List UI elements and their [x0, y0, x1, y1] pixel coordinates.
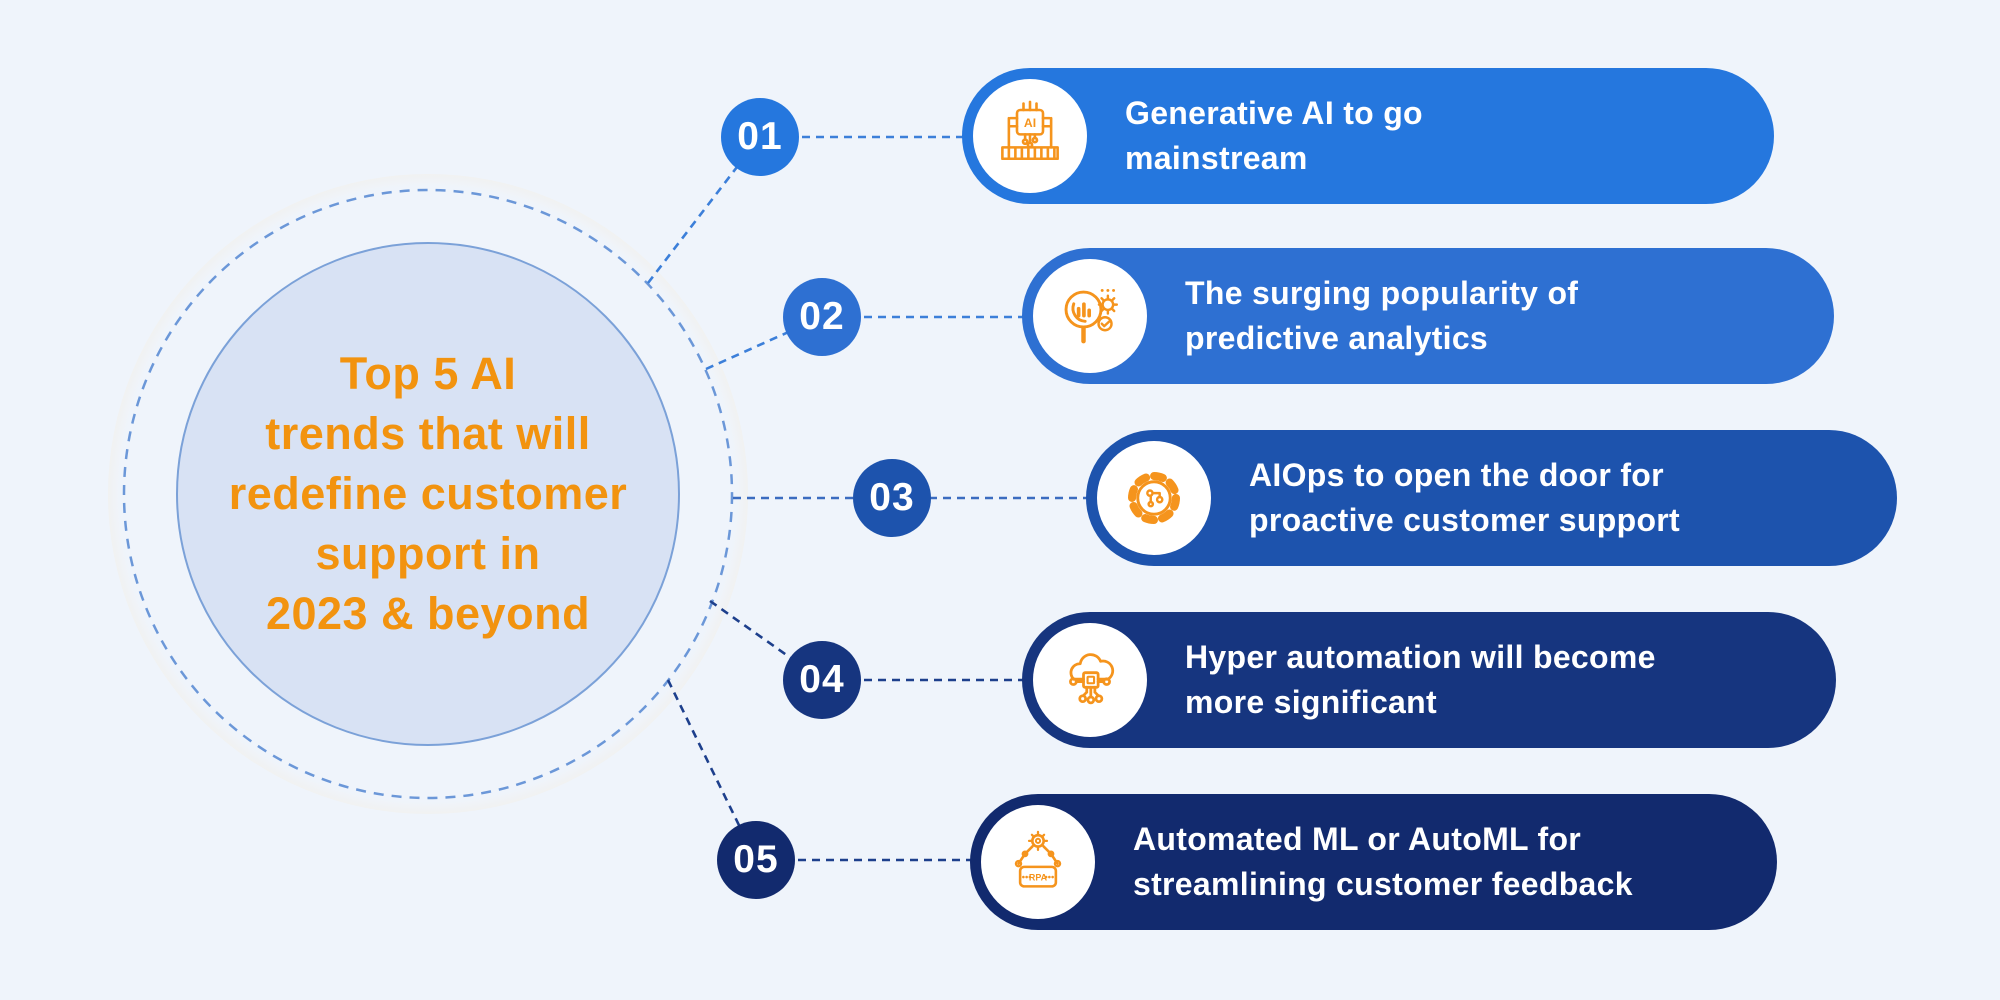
card-3-title: AIOps to open the door for proactive cus…: [1249, 430, 1680, 566]
hub-title: Top 5 AI trends that will redefine custo…: [229, 344, 628, 644]
step-number: 01: [737, 115, 783, 158]
card-title-line: predictive analytics: [1185, 320, 1489, 356]
card-title-line: Generative AI to go: [1125, 95, 1423, 131]
chip-label: AI: [1024, 116, 1036, 130]
card-5-icon-circle: RPA: [981, 805, 1095, 919]
connector-01-diagonal: [646, 136, 762, 284]
hyper-automation-cloud-icon: [1069, 653, 1115, 705]
step-badge-01: 01: [721, 98, 799, 176]
step-badge-02: 02: [783, 278, 861, 356]
hub-title-line: 2023 & beyond: [265, 588, 591, 639]
step-badge-05: 05: [717, 821, 795, 899]
card-4-title: Hyper automation will become more signif…: [1185, 612, 1656, 748]
step-badge-04: 04: [783, 641, 861, 719]
card-title-line: Automated ML or AutoML for: [1133, 821, 1582, 857]
step-badge-03: 03: [853, 459, 931, 537]
card-3-icon-circle: [1097, 441, 1211, 555]
trend-card-4: Hyper automation will become more signif…: [1022, 612, 1836, 748]
step-number: 04: [799, 658, 845, 701]
card-title-line: streamlining customer feedback: [1133, 866, 1633, 902]
trend-card-2: The surging popularity of predictive ana…: [1022, 248, 1834, 384]
connector-05-diagonal: [666, 679, 758, 861]
card-title-line: mainstream: [1125, 140, 1308, 176]
card-title-line: AIOps to open the door for: [1249, 457, 1664, 493]
card-title-line: proactive customer support: [1249, 502, 1681, 538]
card-1-title: Generative AI to go mainstream: [1125, 68, 1423, 204]
card-title-line: The surging popularity of: [1185, 275, 1579, 311]
trend-card-3: AIOps to open the door for proactive cus…: [1086, 430, 1897, 566]
trend-card-1: AI Generative AI to go mainstream: [962, 68, 1774, 204]
hub-title-line: trends that will: [265, 408, 591, 459]
card-4-icon-circle: [1033, 623, 1147, 737]
hub-title-line: support in: [315, 528, 541, 579]
step-number: 05: [733, 838, 779, 881]
card-1-icon-circle: AI: [973, 79, 1087, 193]
predictive-analytics-magnifier-icon: [1064, 288, 1119, 344]
step-number: 02: [799, 295, 845, 338]
card-title-line: more significant: [1185, 684, 1437, 720]
hub-title-line: Top 5 AI: [339, 348, 517, 399]
aiops-gear-circuit-icon: [1128, 472, 1180, 524]
hub-title-line: redefine customer: [228, 468, 628, 519]
automl-rpa-robot-icon: RPA: [1014, 830, 1062, 888]
hub-circle: Top 5 AI trends that will redefine custo…: [176, 242, 680, 746]
rpa-label: RPA: [1029, 872, 1048, 882]
hub-dashed-ring: [122, 188, 734, 800]
generative-ai-chip-icon: AI: [1001, 100, 1059, 161]
step-number: 03: [869, 476, 915, 519]
card-title-line: Hyper automation will become: [1185, 639, 1656, 675]
card-2-title: The surging popularity of predictive ana…: [1185, 248, 1578, 384]
card-2-icon-circle: [1033, 259, 1147, 373]
card-5-title: Automated ML or AutoML for streamlining …: [1133, 794, 1633, 930]
trend-card-5: RPA Automated ML or AutoML for streamlin…: [970, 794, 1777, 930]
